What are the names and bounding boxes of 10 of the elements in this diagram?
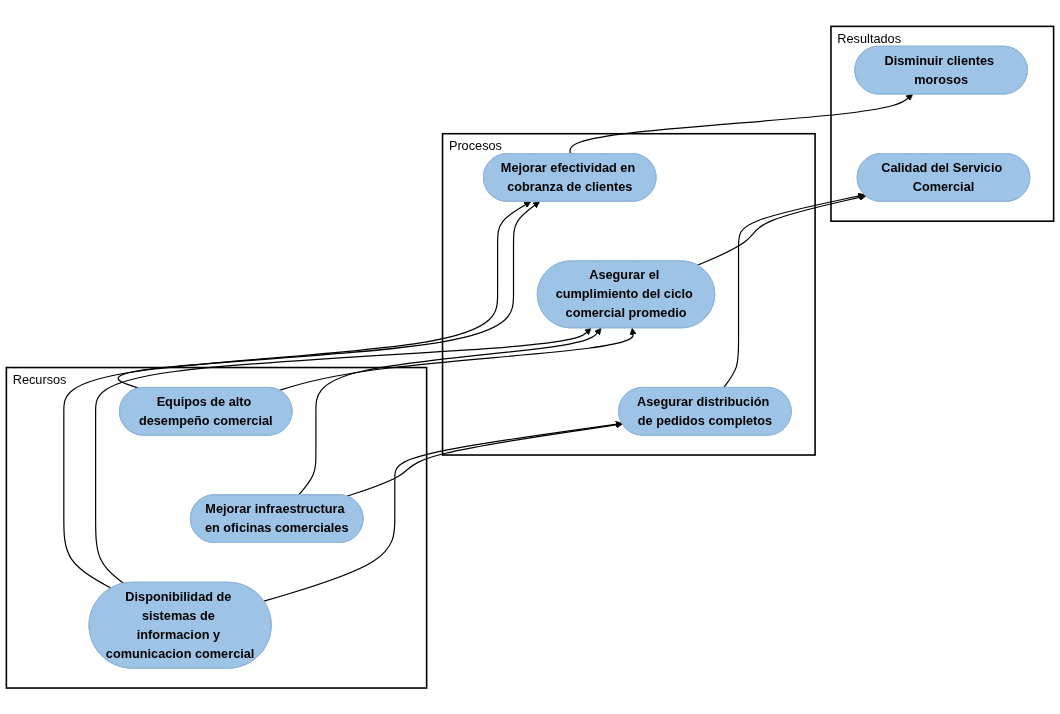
arrow [569, 93, 914, 155]
arrow [63, 201, 532, 589]
arrow [297, 327, 602, 496]
arrow [278, 327, 637, 391]
arrow [95, 327, 592, 584]
arrow [723, 192, 865, 389]
arrow [117, 201, 540, 389]
arrow [263, 420, 623, 602]
arrow [346, 421, 623, 497]
arrow [696, 193, 867, 266]
